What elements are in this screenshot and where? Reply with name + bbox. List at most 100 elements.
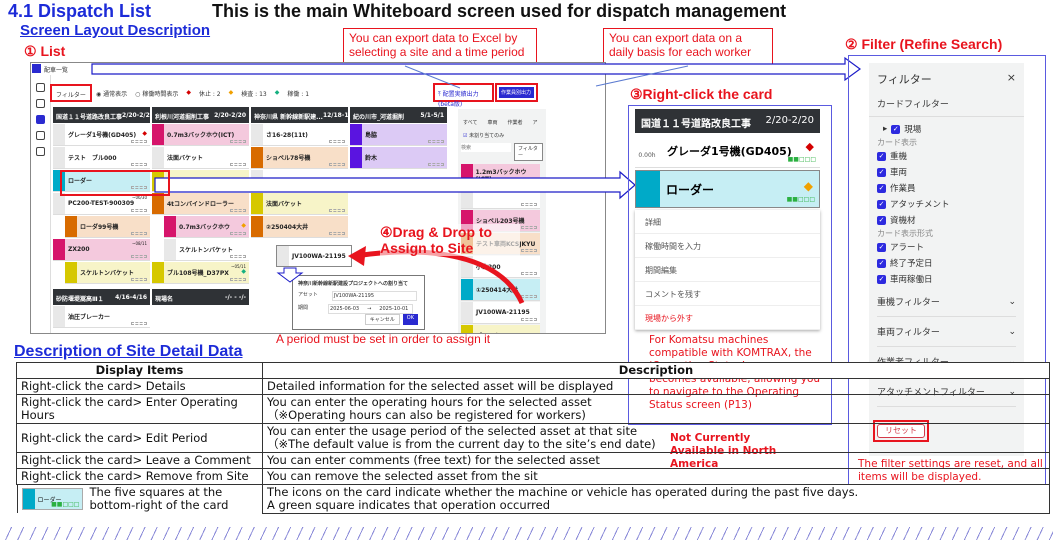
asset-card[interactable]: ②250404大井	[251, 216, 348, 238]
cancel-button[interactable]: キャンセル	[364, 314, 400, 325]
card-format-label: カード表示形式	[877, 229, 933, 238]
unassigned-checkbox[interactable]: ☑ 未割り当てのみ	[463, 133, 505, 139]
period-note: A period must be set in order to assign …	[276, 332, 491, 346]
asset-card[interactable]: スケルトンバケット	[65, 262, 150, 284]
asset-card[interactable]: 4tコンバインドローラー	[152, 193, 249, 215]
site-name: 国道１１号道路改良工事	[56, 114, 123, 121]
period-range-input[interactable]: 2025-06-03→2025-10-01	[328, 304, 414, 314]
context-menu-item[interactable]: 詳細	[635, 210, 820, 234]
export-worker-button[interactable]: 作業員別出力	[495, 83, 538, 102]
stop-alert-icon: ◆	[805, 140, 814, 153]
asset-card[interactable]: グレーダ1号機(GD405)◆	[53, 124, 150, 146]
page-title: This is the main Whiteboard screen used …	[212, 1, 787, 21]
export-excel-button[interactable]: ⤒ 配置実績出力(beta版)	[433, 83, 494, 108]
asset-card[interactable]: 油圧ブレーカー	[53, 306, 150, 328]
pool-tab[interactable]: ア	[532, 120, 538, 126]
asset-card[interactable]: ブル108号機_D37PX~05/11◆	[152, 262, 249, 284]
context-menu-item[interactable]: 現場から外す	[635, 306, 820, 330]
radio-hours[interactable]: ○ 稼働時間表示	[135, 91, 179, 98]
filter-checkbox[interactable]: ✓アラート	[869, 239, 1024, 255]
truck-icon[interactable]	[36, 83, 45, 92]
asset-card[interactable]: さ16-28(11t)	[251, 124, 348, 146]
filter-accordion[interactable]: 車両フィルター⌄	[877, 317, 1016, 347]
logout-icon[interactable]	[36, 147, 45, 156]
table-cell: You can enter the usage period of the se…	[262, 423, 1050, 453]
asset-card[interactable]: テスト ブル000	[53, 147, 150, 169]
card-label: 0.7m3バックホウ	[179, 224, 231, 231]
card-label: スケルトンバケット	[179, 247, 234, 254]
loader-icon	[22, 489, 35, 509]
asset-card[interactable]: 法面バケット	[251, 193, 348, 215]
filter-button[interactable]: フィルター	[50, 84, 92, 102]
asset-card[interactable]: 島脇	[350, 124, 447, 146]
asset-type-icon	[152, 193, 164, 214]
asset-card[interactable]: 法面バケット	[152, 147, 249, 169]
asset-card[interactable]: 0.7m3バックホウ◆	[164, 216, 249, 238]
asset-card[interactable]: ローダ99号機	[65, 216, 150, 238]
asset-card[interactable]: ブレーカー	[461, 325, 540, 333]
filter-checkbox[interactable]: ✓作業員	[869, 180, 1024, 196]
asset-card[interactable]: JV100WA-21195	[461, 302, 540, 324]
checkbox-checked-icon: ✓	[877, 151, 886, 161]
site-header[interactable]: 神奈川県 新幹線新駅建...12/18-11/30	[251, 107, 348, 123]
pool-tab[interactable]: 車両	[487, 120, 498, 126]
asset-type-icon	[164, 239, 176, 260]
asset-card[interactable]: ZX200~08/11	[53, 239, 150, 261]
filter-checkbox[interactable]: ✓車両	[869, 164, 1024, 180]
asset-card[interactable]: PC200-TEST-900309~06/30	[53, 193, 150, 215]
card-label: グレーダ1号機(GD405)	[68, 132, 137, 139]
filter-heading: ② Filter (Refine Search)	[845, 36, 1003, 52]
site-checkbox[interactable]: ▸✓現場	[883, 124, 922, 135]
table-cell: Right-click the card> Edit Period	[16, 423, 263, 453]
asset-type-icon	[53, 147, 65, 168]
map-icon[interactable]	[36, 131, 45, 140]
pool-tab[interactable]: 作業者	[507, 120, 523, 126]
report-icon[interactable]	[36, 99, 45, 108]
filter-checkbox[interactable]: ✓車両稼働日	[869, 271, 1024, 287]
chevron-down-icon: ⌄	[1008, 356, 1016, 367]
asset-select[interactable]: JV100WA-21195	[331, 291, 417, 301]
card-loader[interactable]: ローダー ◆■■□□□	[635, 170, 820, 208]
asset-type-icon	[251, 193, 263, 214]
asset-type-icon	[461, 164, 473, 185]
filter-checkbox[interactable]: ✓アタッチメント	[869, 196, 1024, 212]
close-icon[interactable]: ×	[1006, 71, 1016, 84]
asset-card[interactable]: 鈴木	[350, 147, 447, 169]
context-menu-item[interactable]: コメントを残す	[635, 282, 820, 306]
asset-type-icon	[65, 216, 77, 237]
asset-card[interactable]: 0.7m3バックホウ(ICT)	[152, 124, 249, 146]
table-cell: Right-click the card> Leave a Comment	[16, 452, 263, 469]
site-header[interactable]: 現場名-/- - -/-	[152, 289, 249, 305]
site-name: 紀の川市_河道掘削	[353, 114, 405, 121]
calendar-icon[interactable]	[36, 115, 45, 124]
pool-tab[interactable]: すべて	[463, 120, 478, 126]
asset-card[interactable]: ローダー	[53, 170, 150, 192]
chevron-down-icon: ⌄	[1008, 326, 1016, 337]
asset-card[interactable]: ショベル78号機	[251, 147, 348, 169]
pool-search-input[interactable]	[461, 143, 511, 152]
filter-checkbox[interactable]: ✓終了予定日	[869, 255, 1024, 271]
filter-checkbox[interactable]: ✓資機材	[869, 212, 1024, 228]
filter-checkbox[interactable]: ✓重機	[869, 148, 1024, 164]
context-menu-item[interactable]: 期間編集	[635, 258, 820, 282]
rightclick-heading: ③Right-click the card	[630, 86, 773, 102]
context-menu-item[interactable]: 稼働時間を入力	[635, 234, 820, 258]
asset-type-icon	[53, 124, 65, 145]
radio-normal[interactable]: ◉ 通常表示	[96, 91, 128, 98]
ok-button[interactable]: OK	[402, 314, 418, 325]
site-period: 2/20-2/20	[214, 112, 246, 119]
table-cell: Right-click the card> Details	[16, 378, 263, 395]
asset-type-icon	[53, 170, 65, 191]
asset-type-icon	[350, 147, 362, 168]
operation-squares	[131, 186, 147, 189]
card-label: ②250404大井	[266, 224, 309, 231]
filter-accordion[interactable]: 重機フィルター⌄	[877, 287, 1016, 317]
pool-filter-button[interactable]: フィルター	[514, 143, 543, 161]
asset-card[interactable]: スケルトンバケット	[164, 239, 249, 261]
